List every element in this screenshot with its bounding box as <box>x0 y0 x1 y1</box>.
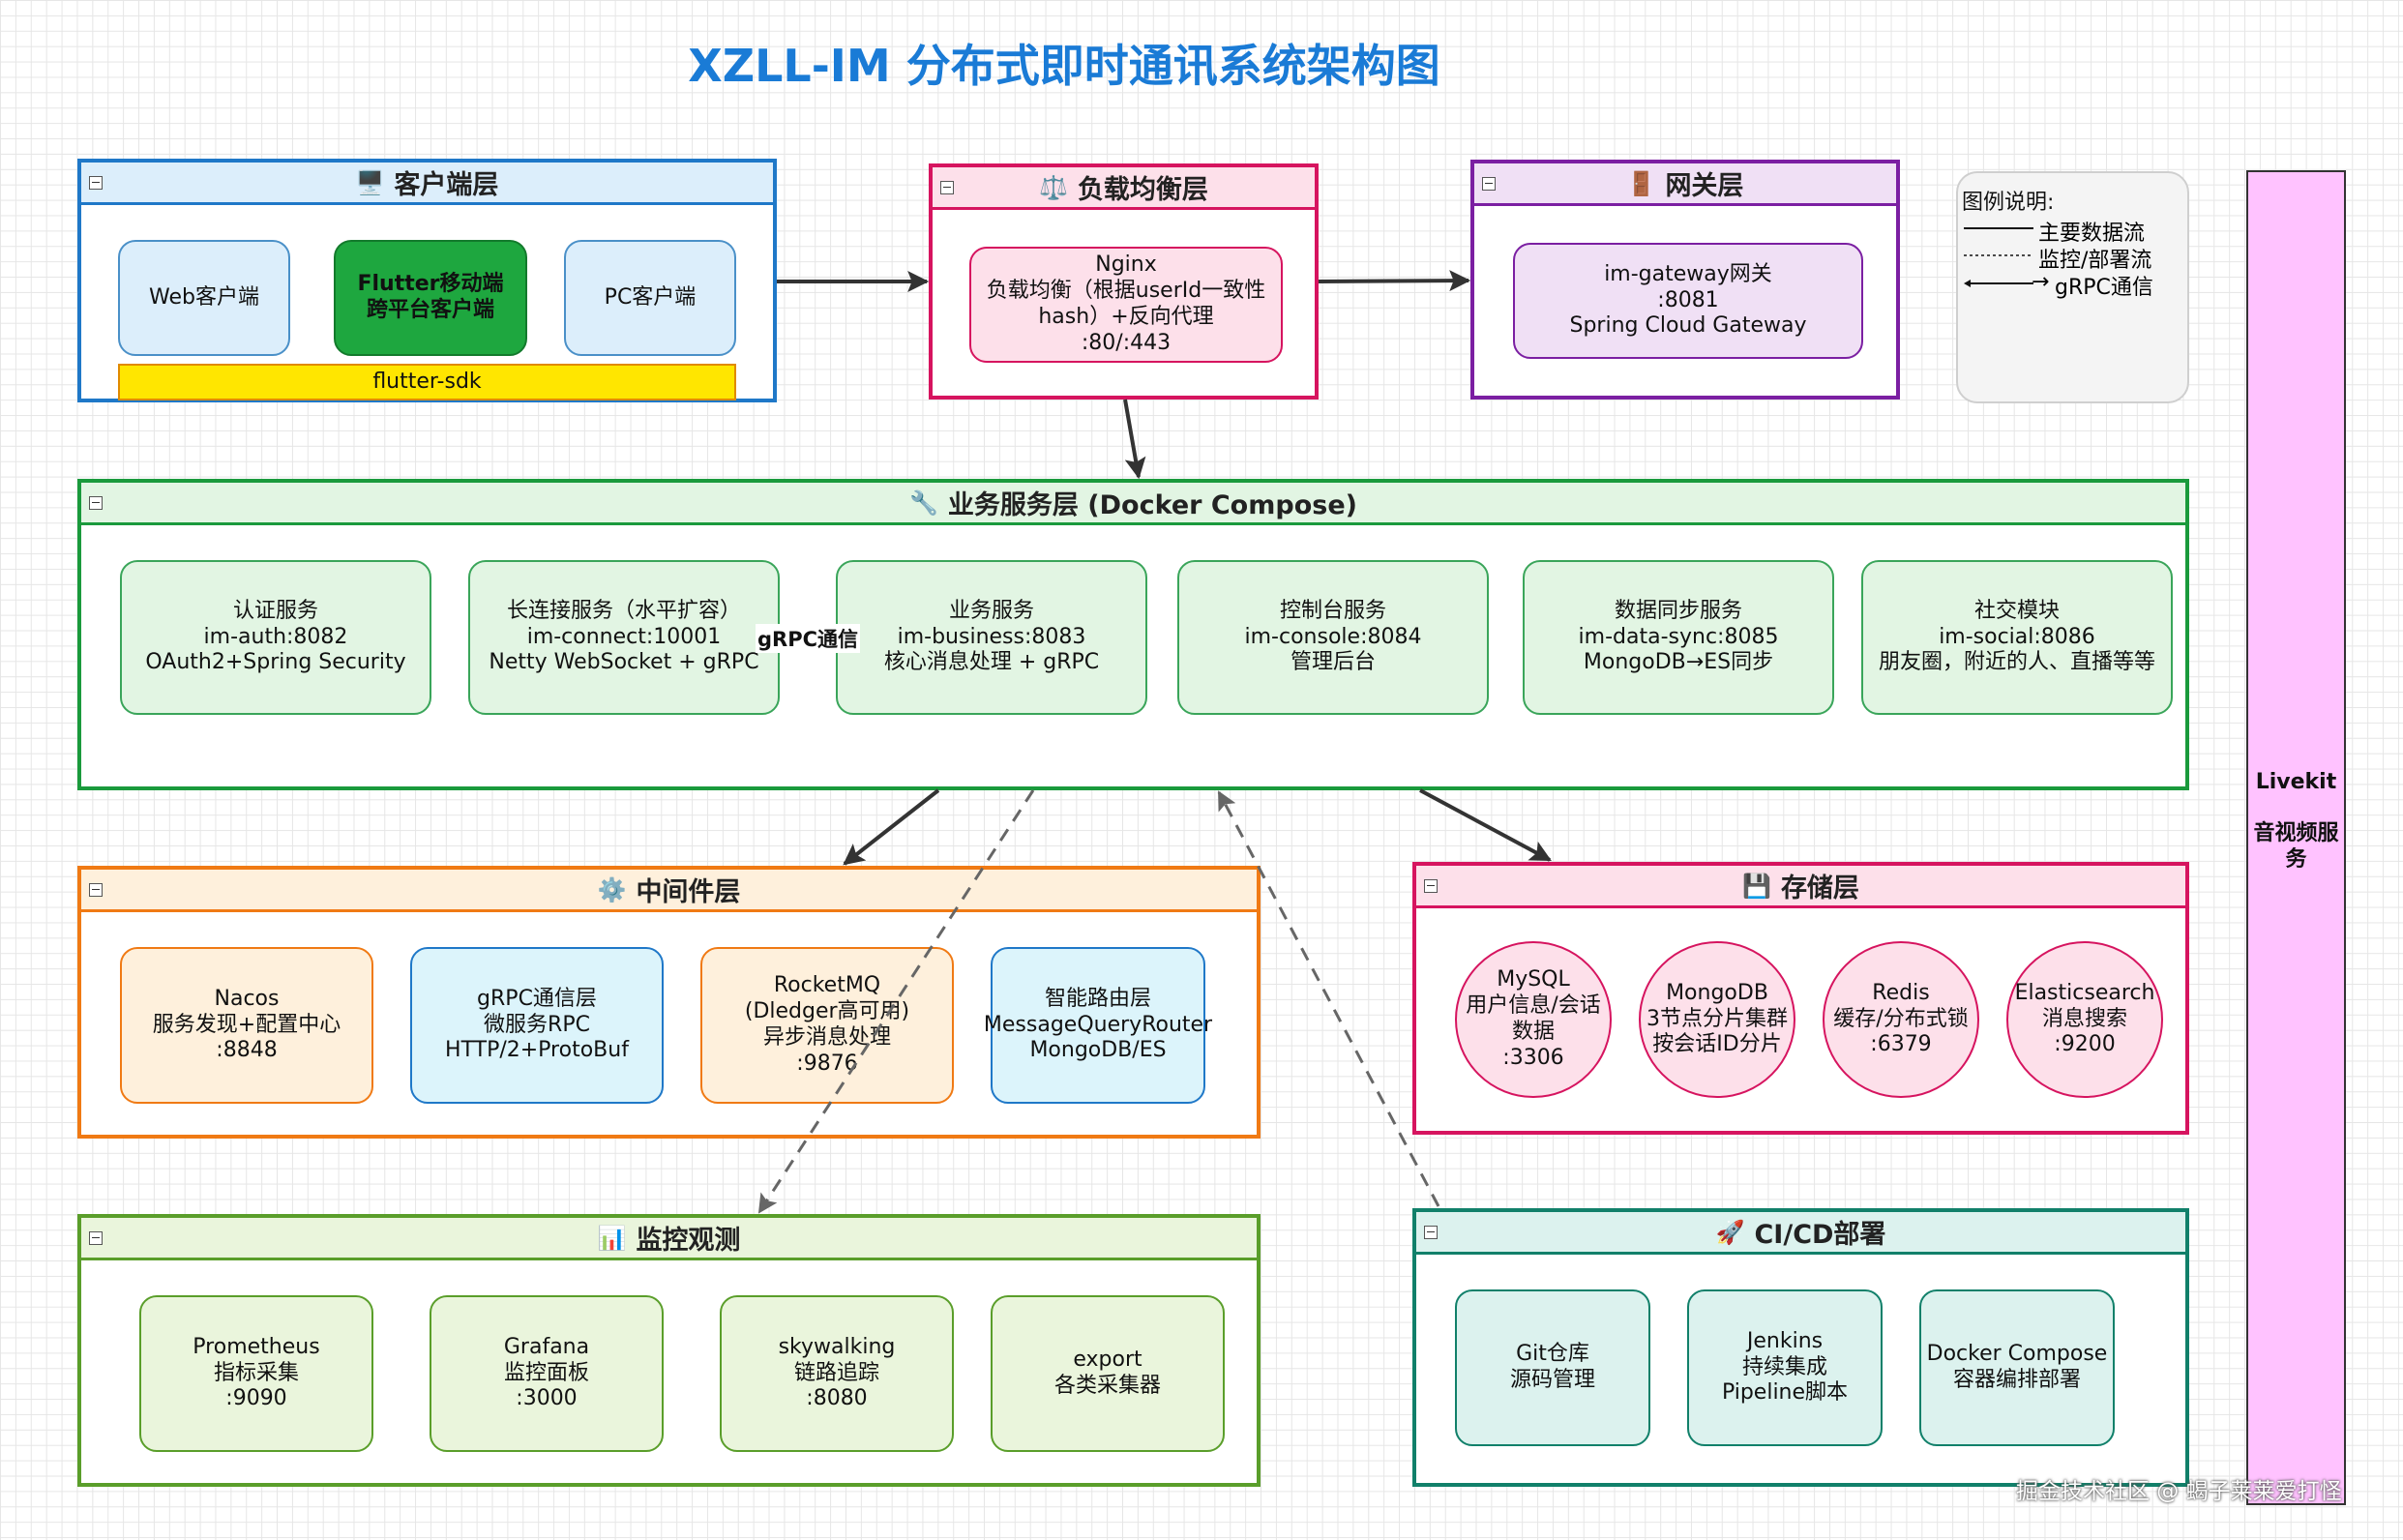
gateway-layer: 🚪 网关层 im-gateway网关 :8081 Spring Cloud Ga… <box>1470 160 1900 400</box>
collapse-icon[interactable] <box>940 180 954 194</box>
middleware-layer-header: ⚙️ 中间件层 <box>81 870 1257 912</box>
client-layer-title: 客户端层 <box>394 170 499 200</box>
gateway-layer-title: 网关层 <box>1665 171 1744 201</box>
monitor-icon: 🖥️ <box>355 168 385 196</box>
service-layer-title: 业务服务层 (Docker Compose) <box>947 490 1357 520</box>
collapse-icon[interactable] <box>89 495 103 510</box>
door-icon: 🚪 <box>1626 169 1656 197</box>
gateway-layer-header: 🚪 网关层 <box>1474 163 1896 206</box>
legend-item-monitor: 监控/部署流 <box>2038 249 2152 273</box>
flutter-sdk-bar[interactable]: flutter-sdk <box>118 364 736 400</box>
legend-box: 图例说明: 主要数据流 监控/部署流 → gRPC通信 <box>1956 171 2189 403</box>
service-to-monitor-dashed-arrow <box>757 789 1035 1214</box>
service-to-storage-arrow <box>1419 788 1552 862</box>
floppy-disk-icon: 💾 <box>1742 872 1771 900</box>
scale-icon: ⚖️ <box>1039 173 1068 201</box>
legend-arrow-prefix: → <box>2032 270 2050 294</box>
cicd-layer-header: 🚀 CI/CD部署 <box>1416 1212 2185 1255</box>
legend-item-grpc: gRPC通信 <box>2055 276 2153 300</box>
legend-title: 图例说明: <box>1962 191 2055 215</box>
rocketmq-node[interactable]: RocketMQ(Dledger高可用)异步消息处理:9876 <box>700 947 954 1104</box>
cicd-layer-title: CI/CD部署 <box>1754 1220 1886 1250</box>
watermark: 掘金技术社区 @ 蝎子莱莱爱打怪 <box>2016 1479 2342 1504</box>
pc-client-node[interactable]: PC客户端 <box>564 240 736 356</box>
lb-to-service-arrow <box>1123 399 1146 480</box>
collapse-icon[interactable] <box>1424 1225 1438 1239</box>
service-to-middleware-arrow <box>843 788 940 866</box>
lb-layer-header: ⚖️ 负载均衡层 <box>933 167 1315 210</box>
collapse-icon[interactable] <box>89 175 103 190</box>
legend-lines <box>1964 227 2033 287</box>
service-layer-header: 🔧 业务服务层 (Docker Compose) <box>81 483 2185 525</box>
grpc-connection-label: gRPC通信 <box>756 624 861 653</box>
legend-item-main: 主要数据流 <box>2038 222 2146 246</box>
git-node[interactable]: Git仓库源码管理 <box>1455 1289 1650 1446</box>
cicd-to-service-dashed-arrow <box>1217 790 1440 1207</box>
storage-layer-header: 💾 存储层 <box>1416 866 2185 908</box>
collapse-icon[interactable] <box>1482 176 1496 191</box>
lb-layer-title: 负载均衡层 <box>1077 175 1208 205</box>
flutter-client-node[interactable]: Flutter移动端跨平台客户端 <box>334 240 527 356</box>
monitor-layer-title: 监控观测 <box>636 1226 741 1256</box>
collapse-icon[interactable] <box>1424 878 1438 893</box>
livekit-node[interactable]: Livekit 音视频服 务 <box>2246 170 2346 1505</box>
nginx-node[interactable]: Nginx 负载均衡（根据userId一致性 hash）+反向代理 :80/:4… <box>969 247 1283 363</box>
monitor-layer-header: 📊 监控观测 <box>81 1218 1257 1260</box>
bar-chart-icon: 📊 <box>597 1224 627 1252</box>
diagram-title: XZLL-IM 分布式即时通讯系统架构图 <box>688 40 1440 92</box>
collapse-icon[interactable] <box>89 1230 103 1245</box>
gear-icon: ⚙️ <box>597 875 627 903</box>
wrench-icon: 🔧 <box>909 489 938 517</box>
web-client-node[interactable]: Web客户端 <box>118 240 290 356</box>
load-balancer-layer: ⚖️ 负载均衡层 Nginx 负载均衡（根据userId一致性 hash）+反向… <box>929 163 1319 400</box>
client-layer-header: 🖥️ 客户端层 <box>81 163 773 205</box>
collapse-icon[interactable] <box>89 882 103 897</box>
im-gateway-node[interactable]: im-gateway网关 :8081 Spring Cloud Gateway <box>1513 243 1863 359</box>
middleware-layer-title: 中间件层 <box>636 877 741 907</box>
storage-layer-title: 存储层 <box>1780 874 1859 903</box>
rocket-icon: 🚀 <box>1715 1218 1745 1246</box>
client-layer: 🖥️ 客户端层 Web客户端 Flutter移动端跨平台客户端 PC客户端 fl… <box>77 159 777 402</box>
